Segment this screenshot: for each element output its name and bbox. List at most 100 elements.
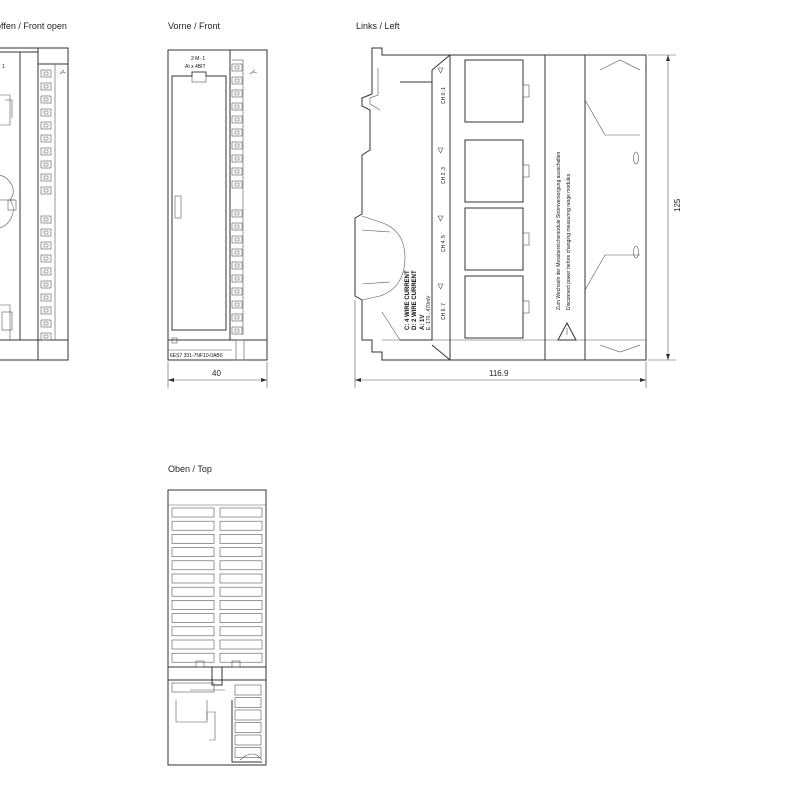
terminal-screw-head bbox=[234, 130, 240, 135]
terminal-screw bbox=[231, 128, 243, 137]
terminal-screw-head bbox=[43, 162, 49, 167]
terminal-screw bbox=[40, 69, 52, 78]
vent-slot bbox=[171, 652, 215, 663]
terminal-screw-head bbox=[43, 175, 49, 180]
front-label-line1: 2 M- 1 bbox=[191, 56, 205, 62]
vent-slot bbox=[219, 534, 263, 544]
terminal-screw bbox=[40, 108, 52, 117]
range-module-tab bbox=[522, 164, 530, 178]
terminal-screw-head bbox=[43, 243, 49, 248]
terminal-screw-head bbox=[43, 84, 49, 89]
terminal-screw-head bbox=[43, 188, 49, 193]
terminal-screw bbox=[231, 89, 243, 98]
terminal-screw-head bbox=[234, 250, 240, 255]
terminal-screw bbox=[40, 306, 52, 315]
terminal-screw-head bbox=[234, 263, 240, 268]
left-view-label: Links / Left bbox=[356, 21, 400, 31]
front-module-body: 2 M- 1 AI x 4BIT 6ES7 331-7NF10-0AB0 bbox=[167, 49, 268, 361]
vent-slot bbox=[171, 520, 215, 531]
wiring-text-4: E: 170...470mV bbox=[426, 295, 432, 330]
terminal-screw bbox=[231, 154, 243, 163]
wiring-text-2: D: 2 WIRE CURRENT bbox=[412, 270, 418, 330]
terminal-screw bbox=[40, 134, 52, 143]
front-open-terminal-strip bbox=[40, 69, 52, 341]
terminal-screw bbox=[40, 241, 52, 250]
connector-cell bbox=[234, 722, 262, 733]
channel-label: CH 0..1 bbox=[441, 87, 447, 104]
terminal-screw bbox=[231, 300, 243, 309]
terminal-screw-head bbox=[234, 169, 240, 174]
channel-arrow-icon bbox=[437, 147, 444, 154]
left-height-dimension: 125 bbox=[648, 54, 682, 361]
terminal-screw bbox=[231, 63, 243, 72]
terminal-screw-head bbox=[43, 282, 49, 287]
connector-cell bbox=[234, 734, 262, 746]
terminal-screw bbox=[40, 215, 52, 224]
vent-slot bbox=[171, 586, 215, 597]
terminal-screw bbox=[231, 235, 243, 244]
channel-label: CH 6..7 bbox=[441, 303, 447, 320]
terminal-screw bbox=[231, 261, 243, 270]
top-vent-slots bbox=[171, 507, 263, 663]
front-width-value: 40 bbox=[212, 369, 221, 378]
wiring-text-3: A: 1V bbox=[420, 315, 426, 330]
svg-text:1: 1 bbox=[2, 64, 5, 70]
front-open-view-label: Vorne offen / Front open bbox=[0, 21, 67, 31]
warning-text-en: Disconnect power before changing measuri… bbox=[566, 173, 572, 310]
terminal-screw-head bbox=[234, 276, 240, 281]
wiring-text-1: C: 4 WIRE CURRENT bbox=[405, 270, 411, 330]
terminal-screw bbox=[40, 293, 52, 302]
range-module bbox=[464, 207, 524, 271]
vent-slot bbox=[219, 547, 263, 557]
top-connector-slots bbox=[171, 682, 262, 758]
terminal-screw-head bbox=[43, 71, 49, 76]
vent-slot bbox=[171, 600, 215, 610]
terminal-screw-head bbox=[43, 136, 49, 141]
connector-cell bbox=[234, 709, 262, 721]
front-view: Vorne / Front 2 M- 1 AI x 4BIT 6ES7 331-… bbox=[167, 21, 268, 388]
vent-slot bbox=[171, 560, 215, 571]
terminal-screw-head bbox=[234, 289, 240, 294]
terminal-screw-head bbox=[43, 230, 49, 235]
left-view: Links / Left bbox=[354, 21, 682, 388]
vent-slot bbox=[219, 507, 263, 518]
left-width-dimension: 116.9 bbox=[354, 300, 647, 388]
terminal-screw-head bbox=[43, 97, 49, 102]
vent-slot bbox=[219, 626, 263, 637]
terminal-screw bbox=[40, 228, 52, 237]
terminal-screw bbox=[231, 209, 243, 218]
channel-label: CH 4..5 bbox=[441, 235, 447, 252]
top-module-body bbox=[167, 489, 267, 766]
connector-cell bbox=[234, 697, 262, 708]
channel-arrow-icon bbox=[437, 283, 444, 290]
range-module bbox=[464, 59, 524, 123]
terminal-screw bbox=[231, 248, 243, 257]
vent-slot bbox=[171, 573, 215, 584]
terminal-screw-head bbox=[234, 104, 240, 109]
terminal-screw bbox=[40, 121, 52, 130]
terminal-screw-head bbox=[43, 295, 49, 300]
vent-slot bbox=[219, 639, 263, 650]
terminal-screw-head bbox=[234, 91, 240, 96]
terminal-screw-head bbox=[43, 308, 49, 313]
front-width-dimension: 40 bbox=[167, 362, 268, 388]
terminal-screw-head bbox=[234, 302, 240, 307]
terminal-screw bbox=[231, 115, 243, 124]
vent-slot bbox=[219, 586, 263, 597]
left-width-value: 116.9 bbox=[489, 369, 509, 378]
left-height-value: 125 bbox=[673, 198, 682, 212]
terminal-screw-head bbox=[43, 256, 49, 261]
front-terminal-strip bbox=[231, 63, 243, 335]
terminal-screw-head bbox=[234, 328, 240, 333]
terminal-screw-head bbox=[234, 211, 240, 216]
terminal-screw-head bbox=[234, 156, 240, 161]
top-view-label: Oben / Top bbox=[168, 464, 212, 474]
terminal-screw-head bbox=[43, 269, 49, 274]
vent-slot bbox=[171, 682, 215, 693]
range-module bbox=[464, 275, 524, 339]
terminal-screw-head bbox=[234, 315, 240, 320]
terminal-screw bbox=[40, 173, 52, 182]
terminal-screw-head bbox=[234, 182, 240, 187]
terminal-screw-head bbox=[43, 149, 49, 154]
vent-slot bbox=[219, 560, 263, 571]
